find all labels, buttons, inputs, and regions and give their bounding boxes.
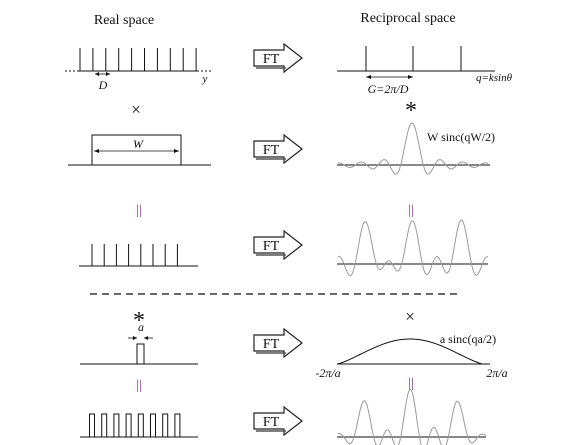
- ft-label: FT: [263, 52, 280, 67]
- ft-arrows: FT FT FT FT FT: [253, 42, 303, 437]
- reciprocal-modulated-row: [337, 388, 487, 445]
- narrow-sinc-curve: [337, 122, 489, 175]
- real-box-row: W: [68, 134, 211, 166]
- ft-arrow: FT: [253, 42, 303, 74]
- aperture-box: [91, 134, 182, 166]
- w-sinc-label: W sinc(qW/2): [427, 130, 495, 144]
- real-slit-comb-row: [80, 413, 198, 438]
- broadened-peaks-curve: [337, 219, 489, 277]
- ft-arrow-shape: [253, 229, 303, 261]
- ft-label: FT: [263, 337, 280, 352]
- slit-bar: [101, 413, 108, 438]
- pos-limit-label: 2π/a: [486, 366, 507, 380]
- modulated-peaks-curve: [337, 388, 487, 445]
- times-operator: ×: [405, 307, 415, 326]
- ft-arrow: FT: [253, 229, 303, 261]
- real-comb-row: D y: [65, 48, 211, 92]
- ft-arrow: FT: [253, 327, 303, 359]
- real-finite-comb-row: [79, 244, 198, 267]
- y-axis-label: y: [202, 73, 208, 85]
- q-axis-label: q=ksinθ: [476, 72, 513, 84]
- ft-label: FT: [263, 143, 280, 158]
- slit-bar: [125, 413, 132, 438]
- envelope-curve: [336, 338, 484, 365]
- g-label: G=2π/D: [368, 82, 409, 96]
- slit-bar: [162, 413, 169, 438]
- slit-bar: [150, 413, 156, 438]
- equals-operator: ||: [136, 203, 142, 218]
- ft-arrow-shape: [253, 42, 303, 74]
- comb-teeth: [79, 48, 197, 71]
- equals-operator: ||: [136, 378, 142, 393]
- slit-bar: [174, 413, 181, 438]
- ft-arrow-shape: [253, 327, 303, 359]
- ft-arrow-shape: [253, 405, 303, 437]
- a-sinc-label: a sinc(qa/2): [440, 332, 496, 346]
- slit-bar: [113, 413, 120, 438]
- reciprocal-sinc-row: W sinc(qW/2): [337, 122, 495, 175]
- reciprocal-space-header: Reciprocal space: [360, 11, 455, 26]
- slit-bar: [137, 413, 144, 438]
- convolve-operator: *: [405, 98, 417, 124]
- real-slit-row: a: [80, 320, 198, 365]
- slit-bar: [89, 413, 95, 438]
- real-space-header: Real space: [94, 13, 154, 28]
- equals-operator: ||: [408, 203, 414, 218]
- ft-arrow: FT: [253, 405, 303, 437]
- times-operator: ×: [131, 100, 141, 119]
- reciprocal-broadened-row: [337, 219, 489, 277]
- ft-label: FT: [263, 415, 280, 430]
- ft-arrow: FT: [253, 133, 303, 165]
- d-label: D: [98, 78, 108, 92]
- ft-label: FT: [263, 239, 280, 254]
- convolve-operator: *: [133, 308, 145, 334]
- finite-comb-teeth: [91, 244, 178, 266]
- slit-box: [136, 343, 145, 365]
- ft-arrow-shape: [253, 133, 303, 165]
- reciprocal-envelope-row: a sinc(qa/2) -2π/a 2π/a: [315, 332, 507, 380]
- w-label: W: [133, 137, 144, 151]
- neg-limit-label: -2π/a: [315, 366, 340, 380]
- slit-comb-bars: [89, 413, 181, 438]
- a-label: a: [138, 320, 144, 334]
- reciprocal-comb-row: G=2π/D q=ksinθ: [337, 46, 513, 96]
- equals-operator: ||: [408, 376, 414, 391]
